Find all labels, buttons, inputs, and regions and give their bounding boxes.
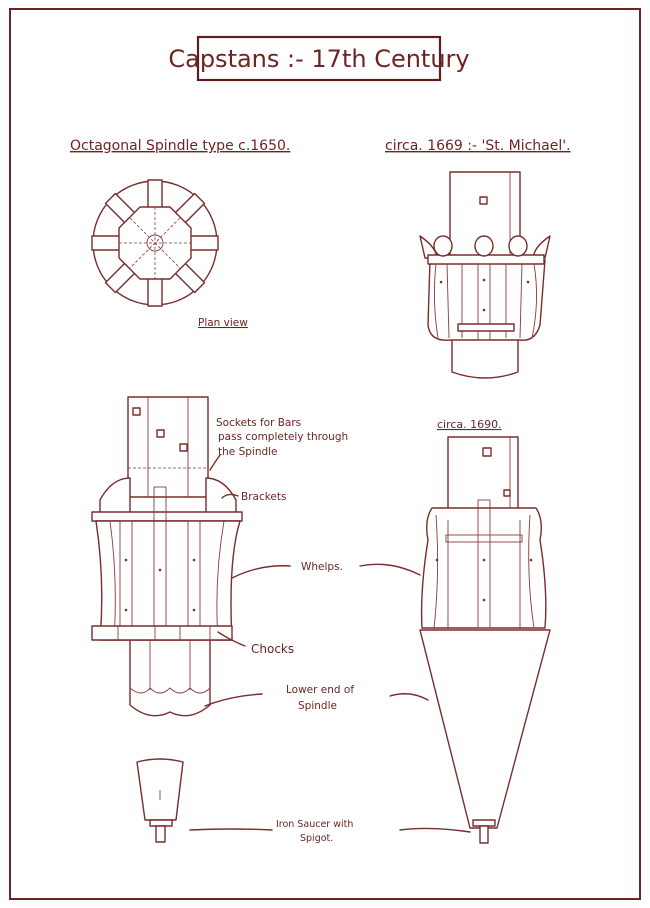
label-iron-saucer-1: Iron Saucer with	[276, 819, 353, 830]
label-chocks: Chocks	[251, 642, 294, 656]
capstan-1690-drawing	[419, 436, 551, 844]
page-title: Capstans :- 17th Century	[168, 45, 469, 73]
plan-view-drawing	[91, 179, 219, 307]
label-whelps: Whelps.	[301, 561, 343, 573]
label-plan-view: Plan view	[198, 317, 248, 329]
heading-circa-1690: circa. 1690.	[437, 418, 502, 431]
title-box: Capstans :- 17th Century	[168, 35, 470, 82]
iron-saucer-drawing	[136, 758, 184, 843]
heading-st-michael: circa. 1669 :- 'St. Michael'.	[385, 138, 571, 154]
label-sockets-1: Sockets for Bars	[216, 417, 301, 429]
octagonal-capstan-drawing	[91, 396, 243, 717]
page-border	[9, 8, 641, 900]
label-lower-end-2: Spindle	[298, 700, 337, 712]
leader-lines	[189, 454, 471, 833]
label-sockets-2: pass completely through	[218, 431, 348, 443]
label-brackets: Brackets	[241, 491, 286, 503]
label-iron-saucer-2: Spigot.	[300, 833, 333, 844]
label-sockets-3: the Spindle	[218, 446, 278, 458]
heading-octagonal-spindle: Octagonal Spindle type c.1650.	[70, 138, 290, 154]
st-michael-capstan-drawing	[419, 171, 551, 379]
label-lower-end-1: Lower end of	[286, 684, 354, 696]
